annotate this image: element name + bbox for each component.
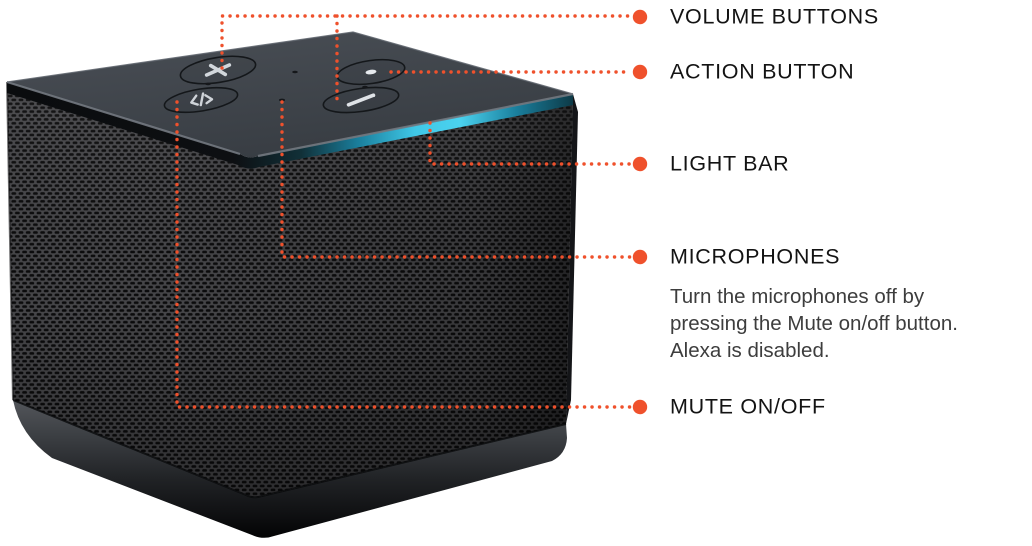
description-line: Alexa is disabled. (670, 339, 830, 362)
callout-dot-action (632, 64, 648, 80)
plus-icon (204, 63, 232, 77)
description-line: pressing the Mute on/off button. (670, 312, 958, 335)
label-light-bar: LIGHT BAR (670, 151, 790, 176)
leader-line-microphones (280, 100, 632, 259)
device-top-face (6, 31, 574, 158)
device-base (13, 400, 567, 538)
microphone-holes (205, 70, 368, 102)
leader-lines (175, 9, 648, 415)
volume-down-button (322, 86, 400, 114)
mute-button (163, 86, 239, 114)
label-action-button: ACTION BUTTON (670, 59, 855, 84)
label-mute-on-off: MUTE ON/OFF (670, 394, 826, 419)
mic-off-icon (190, 92, 214, 107)
callout-dot-mute (632, 399, 648, 415)
dot-icon (365, 69, 377, 75)
speaker-mesh (6, 81, 578, 499)
leader-line-volume-up (220, 14, 632, 70)
callout-dot-volume (632, 9, 648, 25)
volume-up-button (179, 55, 257, 85)
callout-dot-microphones (632, 249, 648, 265)
leader-line-mute (175, 100, 632, 409)
description-line: Turn the microphones off by (670, 285, 925, 308)
label-microphones: MICROPHONES (670, 244, 841, 269)
leader-line-light-bar (428, 121, 632, 166)
callout-dot-light-bar (632, 156, 648, 172)
device-buttons (163, 55, 406, 114)
label-volume-buttons: VOLUME BUTTONS (670, 4, 879, 29)
minus-icon (346, 93, 376, 107)
microphones-description: Turn the microphones off by pressing the… (670, 283, 958, 364)
light-bar (7, 82, 573, 169)
